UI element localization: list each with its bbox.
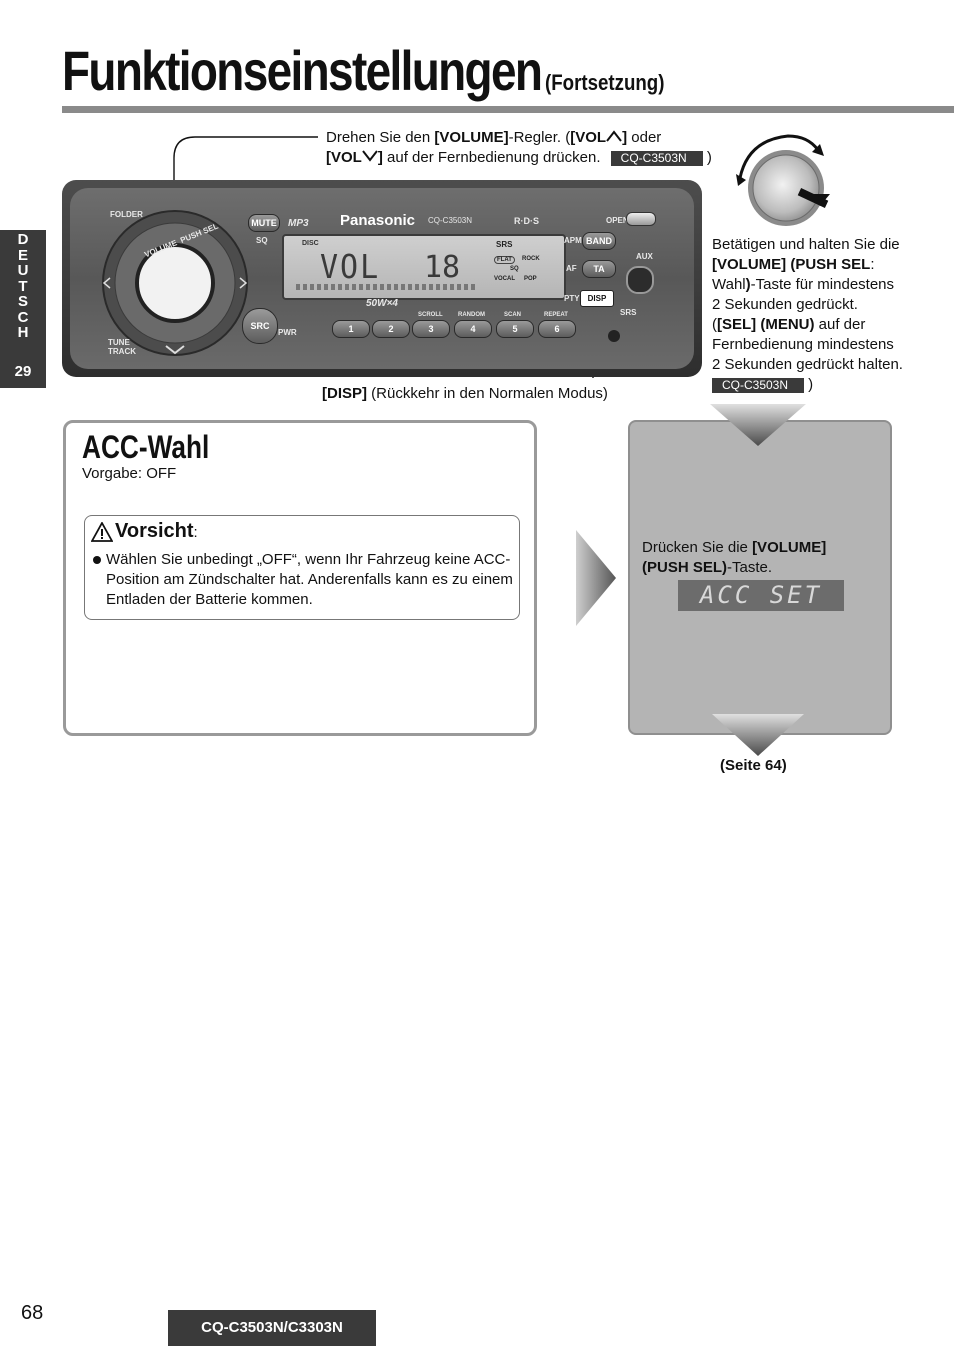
preset-button-3[interactable]: 3 (412, 320, 450, 338)
side-tab-letter: U (17, 262, 29, 279)
callout-top: Drehen Sie den [VOLUME]-Regler. ([VOL] o… (326, 128, 712, 168)
arrow-down-bottom-icon (712, 714, 804, 756)
page-reference: (Seite 64) (720, 757, 787, 774)
volume-knob[interactable] (100, 208, 250, 358)
model-tag: CQ-C3503N (610, 150, 703, 166)
ta-button[interactable]: TA (582, 260, 616, 278)
callout-disp: [DISP] (Rückkehr in den Normalen Modus) (322, 385, 608, 402)
open-label: OPEN (606, 216, 629, 225)
acc-section: ACC-Wahl Vorgabe: OFF Vorsicht: Wählen S… (63, 420, 537, 736)
side-tab-letter: E (17, 246, 28, 264)
car-stereo-illustration: FOLDER VOLUME PUSH SEL TUNE TRACK MUTE S… (62, 180, 702, 377)
arrow-right-icon (576, 530, 616, 626)
default-value: Vorgabe: OFF (82, 465, 177, 482)
title-rule (62, 106, 954, 113)
side-tab-letter: D (17, 231, 29, 248)
warning-icon (90, 521, 114, 547)
callout-right: Betätigen und halten Sie die [VOLUME] (P… (712, 236, 903, 393)
src-button[interactable]: SRC (242, 308, 278, 344)
side-tab-letter: C (17, 308, 29, 326)
af-label: AF (566, 264, 577, 273)
aux-label: AUX (636, 252, 653, 261)
chevron-down-icon (362, 148, 378, 168)
preset-button-2[interactable]: 2 (372, 320, 410, 338)
page-subtitle: (Fortsetzung) (545, 70, 665, 95)
model-badge: CQ-C3503N/C3303N (168, 1310, 376, 1346)
pwr-label: PWR (278, 328, 297, 337)
model-tag: CQ-C3503N (712, 377, 804, 393)
mp3-logo: MP3 (288, 218, 309, 229)
rds-logo: R·D·S (514, 216, 539, 226)
arrow-down-top-icon (710, 404, 806, 446)
open-button[interactable] (626, 212, 656, 226)
acc-set-text: ACC SET (699, 581, 823, 609)
preset-labels: SCROLL RANDOM SCAN REPEAT (418, 312, 568, 318)
bullet-icon (93, 556, 101, 564)
lcd-flat: FLAT (494, 256, 515, 264)
power-rating: 50W×4 (366, 298, 398, 309)
page-number: 68 (21, 1302, 44, 1324)
page-title: Funktionseinstellungen (62, 39, 543, 102)
lcd-disc-indicator: DISC (302, 240, 319, 247)
warning-text: Wählen Sie unbedingt „OFF“, wenn Ihr Fah… (106, 551, 513, 608)
aux-jack (626, 266, 654, 294)
brand-logo: Panasonic (340, 212, 416, 229)
warning-box: Vorsicht: Wählen Sie unbedingt „OFF“, we… (84, 515, 520, 620)
lcd-main-text: VOL (320, 248, 381, 287)
chevron-up-icon (606, 128, 622, 148)
preset-button-1[interactable]: 1 (332, 320, 370, 338)
folder-label: FOLDER (110, 210, 143, 219)
procedure-text: Drücken Sie die [VOLUME] (PUSH SEL)-Tast… (642, 539, 827, 576)
mute-button[interactable]: MUTE (248, 214, 280, 232)
side-tab-page: 29 (14, 363, 32, 380)
procedure-panel: Drücken Sie die [VOLUME] (PUSH SEL)-Tast… (628, 420, 892, 735)
device-faceplate: FOLDER VOLUME PUSH SEL TUNE TRACK MUTE S… (70, 188, 694, 369)
acc-set-display: ACC SET (678, 580, 844, 611)
model-label: CQ-C3503N (428, 216, 473, 225)
pty-label: PTY (564, 294, 580, 303)
lcd-value: 18 (424, 250, 461, 285)
side-tab-letter: T (18, 277, 28, 295)
band-button[interactable]: BAND (582, 232, 616, 250)
lcd-vocal: VOCAL (494, 276, 515, 282)
side-tab-letter: S (17, 293, 28, 310)
remote-sensor (608, 330, 620, 342)
lcd-rock: ROCK (522, 256, 540, 262)
apm-label: APM (564, 236, 582, 245)
preset-button-4[interactable]: 4 (454, 320, 492, 338)
lcd-srs: SRS (496, 240, 513, 249)
lcd-sq: SQ (510, 266, 519, 272)
tune-track-label: TUNE TRACK (108, 338, 136, 356)
volume-knob-rotate-icon (736, 134, 830, 226)
lcd-level-bar (296, 284, 476, 290)
preset-button-6[interactable]: 6 (538, 320, 576, 338)
disp-button[interactable]: DISP (580, 290, 614, 307)
preset-button-5[interactable]: 5 (496, 320, 534, 338)
srs-logo: SRS (620, 308, 637, 317)
section-title: ACC-Wahl (82, 429, 210, 465)
side-tab-letter: H (17, 324, 29, 341)
warning-title: Vorsicht: (115, 520, 198, 542)
sq-label: SQ (256, 236, 268, 245)
lcd-display: DISC VOL 18 SRS FLAT ROCK SQ VOCAL POP (282, 234, 566, 300)
lcd-pop: POP (524, 276, 537, 282)
